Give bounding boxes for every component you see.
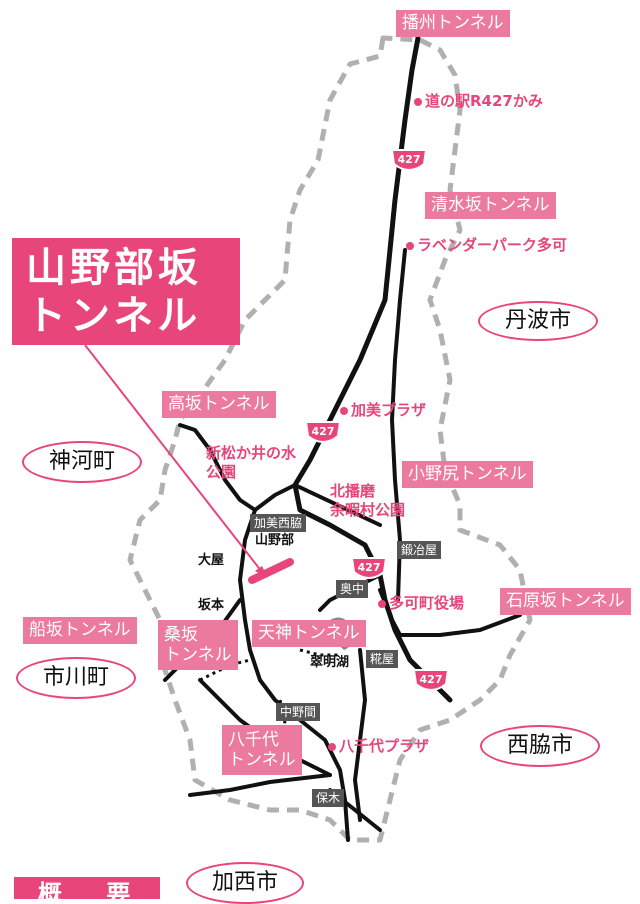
place-koujiya: 糀屋: [366, 650, 399, 668]
city-kamicho: 神河町: [22, 441, 142, 483]
branch-roads: [163, 248, 522, 842]
tunnel-label-onojiri: 小野尻トンネル: [402, 461, 533, 488]
tunnel-label-yachiyo: 八千代 トンネル: [222, 725, 302, 775]
svg-text:427: 427: [312, 425, 335, 438]
poi-dot-icon: [414, 97, 422, 106]
city-nishiwaki: 西脇市: [480, 725, 600, 767]
city-ichikawa: 市川町: [16, 657, 136, 699]
route-427-shield: 427: [412, 669, 450, 691]
overview-section-label: 概 要: [14, 877, 160, 899]
poi-shinmatsuka: 新松か井の水 公園: [206, 444, 297, 481]
poi-dot-icon: [328, 742, 336, 751]
poi-michinoeki: 道の駅R427かみ: [414, 94, 543, 109]
town-boundary: [127, 35, 533, 843]
place-hoki: 保木: [312, 789, 345, 807]
poi-lavender-park-text: ラベンダーパーク多可: [417, 236, 567, 254]
svg-text:427: 427: [398, 153, 421, 166]
tunnel-label-kuwasaka: 桑坂 トンネル: [158, 620, 238, 670]
place-okunaka: 奥中: [336, 580, 369, 598]
poi-dot-icon: [340, 406, 348, 415]
route-427-shield: 427: [304, 421, 342, 443]
place-yamanobe: 山野部: [255, 533, 295, 548]
yamanobe-tunnel-highlight: [248, 558, 294, 584]
svg-text:427: 427: [358, 561, 381, 574]
city-kasai: 加西市: [186, 862, 304, 904]
poi-town-office-text: 多可町役場: [389, 594, 465, 612]
poi-kami-plaza-text: 加美プラザ: [351, 401, 427, 419]
poi-kami-plaza: 加美プラザ: [340, 403, 426, 418]
tunnel-label-funasaka: 船坂トンネル: [23, 617, 137, 644]
poi-dot-icon: [406, 241, 414, 250]
title-pointer-line: [84, 344, 263, 573]
poi-town-office: 多可町役場: [378, 596, 464, 611]
route-427-shield: 427: [350, 557, 388, 579]
place-suimeiko: 翠明湖: [310, 655, 350, 670]
city-tamba: 丹波市: [478, 301, 598, 341]
tunnel-label-ishiharazaka: 石原坂トンネル: [500, 588, 631, 615]
poi-michinoeki-text: 道の駅R427かみ: [425, 92, 543, 110]
route-427-shield: 427: [390, 149, 428, 171]
poi-yachiyo-plaza-text: 八千代プラザ: [339, 737, 430, 755]
tunnel-label-harima: 播州トンネル: [396, 10, 510, 37]
poi-dot-icon: [378, 599, 386, 608]
tunnel-label-shimizuzaka: 清水坂トンネル: [425, 192, 556, 219]
poi-yachiyo-plaza: 八千代プラザ: [328, 739, 429, 754]
place-kami-nishiwaki: 加美西脇: [250, 514, 307, 532]
place-nakanoma: 中野間: [276, 703, 321, 721]
poi-lavender-park: ラベンダーパーク多可: [406, 238, 567, 253]
tunnel-label-tenjin: 天神トンネル: [252, 620, 366, 647]
place-sakamoto: 坂本: [198, 598, 225, 613]
poi-kitaharima: 北播磨 余暇村公園: [330, 482, 406, 519]
svg-text:427: 427: [420, 673, 443, 686]
title-line-1: 山野部坂: [26, 245, 202, 291]
title-pointer-arrow: [255, 566, 268, 578]
place-ooya: 大屋: [198, 553, 225, 568]
title-line-2: トンネル: [26, 293, 202, 339]
place-kajiya: 鍛冶屋: [397, 541, 442, 559]
page-title: 山野部坂 トンネル: [12, 238, 240, 345]
tunnel-label-takasaka: 高坂トンネル: [162, 391, 276, 418]
